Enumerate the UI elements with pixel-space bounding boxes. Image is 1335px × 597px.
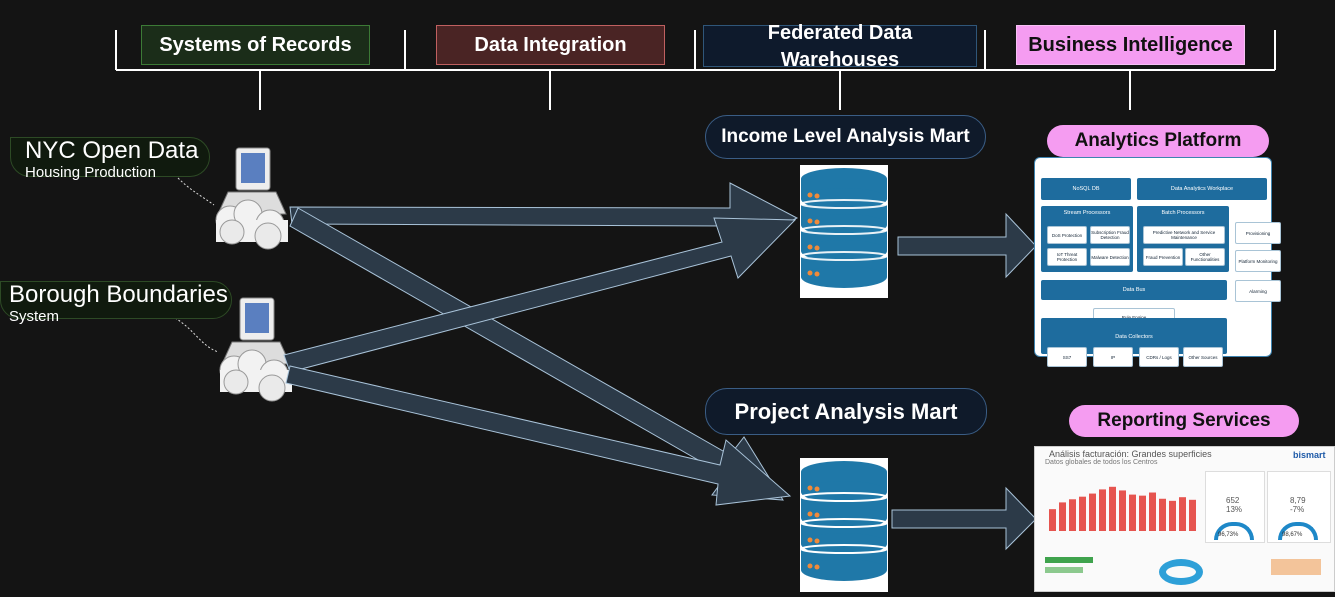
dashboard-bar <box>1189 499 1196 531</box>
dashboard-bar <box>1139 495 1146 531</box>
source-borough-boundaries: Borough Boundaries System <box>0 281 232 325</box>
dashboard-bar <box>1089 493 1096 531</box>
flow-arrow-project-reporting <box>891 486 1037 551</box>
source-name: NYC Open Data <box>25 137 199 164</box>
stage-business-intelligence: Business Intelligence <box>1016 25 1245 65</box>
dashboard-bar <box>1069 499 1076 531</box>
batch-item: Other Functionalities <box>1185 248 1225 266</box>
dashboard-bar <box>1059 502 1066 531</box>
donut-chart <box>1159 559 1203 585</box>
kpi-value: 652 <box>1226 496 1240 505</box>
flow-arrow-borough-project <box>285 365 792 506</box>
collector-item: SS7 <box>1047 347 1087 367</box>
mart-income-label: Income Level Analysis Mart <box>705 115 986 159</box>
stage-systems-of-records: Systems of Records <box>141 25 370 65</box>
nosql-box: NoSQL DB <box>1041 178 1131 200</box>
stage-data-integration: Data Integration <box>436 25 665 65</box>
dashboard-bar <box>1129 494 1136 531</box>
dashboard-bar <box>1079 496 1086 531</box>
computer-cloud-icon <box>215 147 288 250</box>
batch-item: Predictive Network and Service Maintenan… <box>1143 226 1225 244</box>
flow-arrow-nyc-income <box>289 182 799 253</box>
dashboard-bar <box>1271 559 1321 575</box>
gauge <box>1278 522 1318 540</box>
dashboard-subtitle: Datos globales de todos los Centros <box>1045 459 1158 466</box>
dashboard-bar <box>1045 567 1083 573</box>
stream-item: IoT Threat Protection <box>1047 248 1087 266</box>
collector-item: IP <box>1093 347 1133 367</box>
batch-title: Batch Processors <box>1161 210 1205 216</box>
kpi-delta: -7% <box>1290 505 1305 514</box>
dashboard-bar <box>1099 489 1106 531</box>
dashboard-bar <box>1119 490 1126 531</box>
kpi-value: 8,79 <box>1290 496 1306 505</box>
stage-federated-data-warehouses: Federated Data Warehouses <box>703 22 977 71</box>
side-item: Provisioning <box>1235 222 1281 244</box>
source-name: Borough Boundaries <box>9 281 228 308</box>
database-icon <box>800 165 888 298</box>
dashboard-bar <box>1159 498 1166 531</box>
analytics-platform-diagram: NoSQL DB Data Analytics Workplace Stream… <box>1034 157 1281 367</box>
stream-item: DoS Protection <box>1047 226 1087 244</box>
flow-arrow-income-analytics <box>897 212 1037 279</box>
collectors-title: Data Collectors <box>1115 334 1153 340</box>
reporting-dashboard: Análisis facturación: Grandes superficie… <box>1034 446 1335 592</box>
analytics-platform-label: Analytics Platform <box>1047 125 1269 157</box>
gauge <box>1214 522 1254 540</box>
source-sub: System <box>9 308 60 325</box>
computer-cloud-icon <box>219 297 292 402</box>
gauge-value: 98,67% <box>1282 532 1303 538</box>
side-item: Platform Monitoring <box>1235 250 1281 272</box>
stream-item: Subscription Fraud Detection <box>1090 226 1130 244</box>
side-item: Alarming <box>1235 280 1281 302</box>
stream-item: Malware Detection <box>1090 248 1130 266</box>
dashboard-bar <box>1109 486 1116 531</box>
dashboard-bar <box>1149 492 1156 531</box>
collector-item: CDRs / Logs <box>1139 347 1179 367</box>
dashboard-bar <box>1169 500 1176 531</box>
source-sub: Housing Production <box>25 164 156 181</box>
dashboard-bar <box>1179 497 1186 531</box>
reporting-services-label: Reporting Services <box>1069 405 1299 437</box>
data-bus-box: Data Bus <box>1041 280 1227 300</box>
database-icon <box>800 458 888 592</box>
kpi-card: 8,79 -7% 98,67% <box>1267 471 1331 543</box>
dashboard-brand: bismart <box>1293 450 1326 460</box>
source-nyc-open-data: NYC Open Data Housing Production <box>10 137 210 181</box>
dashboard-bar <box>1045 557 1093 563</box>
kpi-card: 652 13% 96,73% <box>1205 471 1265 543</box>
dashboard-title: Análisis facturación: Grandes superficie… <box>1049 449 1212 459</box>
kpi-delta: 13% <box>1226 505 1243 514</box>
workplace-box: Data Analytics Workplace <box>1137 178 1267 200</box>
batch-item: Fraud Prevention <box>1143 248 1183 266</box>
dashboard-bar <box>1049 509 1056 531</box>
mart-project-label: Project Analysis Mart <box>705 388 987 435</box>
collector-item: Other Sources <box>1183 347 1223 367</box>
stage-federated-line2: Warehouses <box>780 49 900 71</box>
flow-arrow-borough-income <box>283 217 797 373</box>
dashboard-bar-chart <box>1049 486 1196 531</box>
stage-federated-line1: Federated Data <box>767 22 913 44</box>
stream-title: Stream Processors <box>1063 210 1111 216</box>
gauge-value: 96,73% <box>1218 532 1239 538</box>
